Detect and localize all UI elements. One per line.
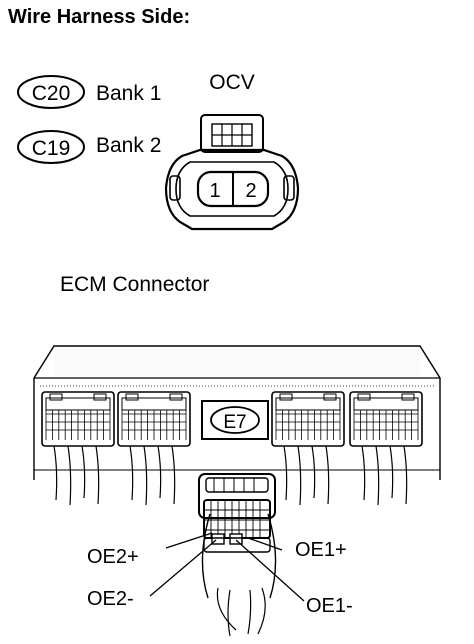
ocv-pin-1: 1 xyxy=(209,180,220,202)
badge-label-bank1: Bank 1 xyxy=(96,82,161,105)
ecm-connector-wires xyxy=(53,445,100,506)
ecm-code-frame xyxy=(201,400,269,440)
plug-pin-grid xyxy=(204,500,270,538)
ecm-connector-wires xyxy=(129,445,176,506)
ocv-pin-2: 2 xyxy=(245,180,256,202)
ecm-housing xyxy=(33,345,441,480)
ecm-back-panel xyxy=(33,345,441,480)
ecm-connector-block xyxy=(349,391,423,506)
connector-latch xyxy=(200,114,264,153)
terminal-leaders xyxy=(149,532,305,602)
badge-code-c19: C19 xyxy=(32,137,71,160)
leader-oe2-minus xyxy=(149,539,217,597)
ecm-connector-block xyxy=(41,391,115,506)
label-oe1-plus: OE1+ xyxy=(295,539,347,561)
harness-plug xyxy=(198,473,277,637)
label-oe1-minus: OE1- xyxy=(306,595,353,617)
badge-label-bank2: Bank 2 xyxy=(96,134,161,157)
leader-oe1-minus xyxy=(235,539,305,602)
ecm-connector-wires xyxy=(283,445,330,506)
ecm-connector-block xyxy=(117,391,191,506)
ocv-badge-bank2: C19 Bank 2 xyxy=(17,130,161,164)
connector-housing xyxy=(164,148,300,231)
label-oe2-plus: OE2+ xyxy=(87,546,139,568)
badge-code-c20: C20 xyxy=(32,82,71,105)
ecm-title: ECM Connector xyxy=(60,273,209,296)
label-oe2-minus: OE2- xyxy=(87,588,134,610)
ocv-connector xyxy=(164,114,300,231)
ecm-connector-group xyxy=(41,391,423,506)
ecm-code-e7: E7 xyxy=(223,412,246,433)
ecm-connector-block xyxy=(271,391,345,506)
ocv-title: OCV xyxy=(209,71,255,94)
plug-body xyxy=(198,473,276,519)
badge-oval xyxy=(17,130,85,164)
ocv-badge-bank1: C20 Bank 1 xyxy=(17,75,161,109)
badge-oval xyxy=(17,75,85,109)
ecm-connector-wires xyxy=(361,445,408,506)
ecm-code-oval xyxy=(210,406,260,434)
page-title: Wire Harness Side: xyxy=(8,6,191,28)
leader-oe2-plus xyxy=(165,532,213,549)
leader-oe1-plus xyxy=(247,537,283,551)
